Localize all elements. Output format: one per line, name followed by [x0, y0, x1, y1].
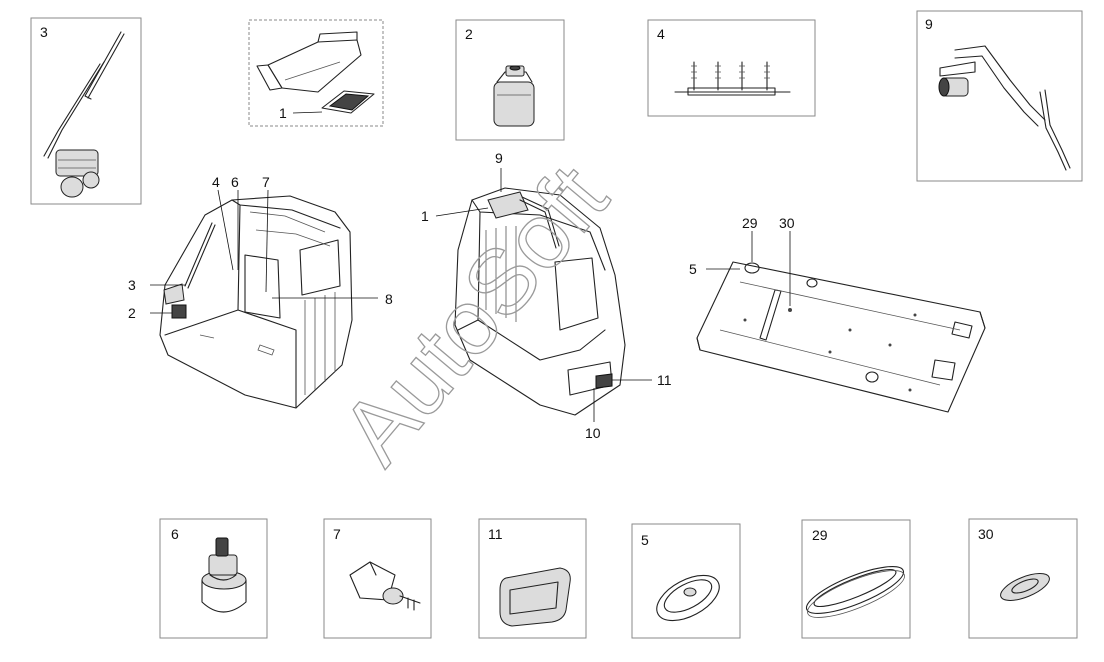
- callout-left-6: 6: [231, 174, 239, 190]
- cable-strip-illustration: [674, 61, 791, 96]
- switch-6-illustration: [201, 537, 247, 613]
- detail-label-lamp-11: 11: [488, 526, 503, 542]
- detail-label-hood-tray: 1: [279, 105, 287, 121]
- detail-box-switch-7: 7: [323, 518, 432, 639]
- detail-box-grommet-5: 5: [631, 523, 741, 639]
- callout-left-3: 3: [128, 277, 136, 293]
- callout-center-10: 10: [585, 425, 601, 441]
- detail-box-lamp-11: 11: [478, 518, 587, 639]
- callout-left-7: 7: [262, 174, 270, 190]
- detail-box-seal-30: 30: [968, 518, 1078, 639]
- detail-box-switch-6: 6: [159, 518, 268, 639]
- callout-plate-30: 30: [779, 215, 795, 231]
- detail-label-seal-29: 29: [812, 527, 828, 543]
- washer-tank-illustration: [493, 65, 535, 127]
- callout-center-9: 9: [495, 150, 503, 166]
- detail-label-grommet-5: 5: [641, 532, 649, 548]
- wiper-motor-illustration: [938, 45, 1071, 171]
- wiper-arm-illustration: [43, 31, 125, 198]
- seal-29-illustration: [805, 566, 905, 618]
- callout-left-2: 2: [128, 305, 136, 321]
- switch-7-illustration: [349, 561, 421, 611]
- callout-plate-29: 29: [742, 215, 758, 231]
- detail-box-cable-strip: 4: [647, 19, 816, 117]
- detail-box-seal-29: 29: [801, 519, 911, 639]
- callout-plate-5: 5: [689, 261, 697, 277]
- detail-label-switch-7: 7: [333, 526, 341, 542]
- detail-box-wiper-arm: 3: [30, 17, 142, 205]
- seal-30-illustration: [1000, 573, 1050, 601]
- detail-label-cable-strip: 4: [657, 26, 665, 42]
- watermark: AutoSoft: [322, 147, 627, 483]
- detail-box-wiper-motor: 9: [916, 10, 1083, 182]
- detail-label-washer-tank: 2: [465, 26, 473, 42]
- detail-label-switch-6: 6: [171, 526, 179, 542]
- callout-left-4: 4: [212, 174, 220, 190]
- cab-center-illustration: [454, 187, 626, 416]
- detail-label-seal-30: 30: [978, 526, 994, 542]
- lamp-11-illustration: [499, 567, 571, 627]
- floor-plate-illustration: [696, 261, 986, 413]
- cab-left-illustration: [159, 195, 353, 409]
- grommet-5-illustration: [656, 574, 720, 622]
- hood-tray-illustration: [256, 31, 375, 114]
- callout-left-8: 8: [385, 291, 393, 307]
- callout-center-1: 1: [421, 208, 429, 224]
- detail-label-wiper-motor: 9: [925, 16, 933, 32]
- detail-box-hood-tray: 1: [248, 19, 384, 127]
- detail-box-washer-tank: 2: [455, 19, 565, 141]
- detail-label-wiper-arm: 3: [40, 24, 48, 40]
- callout-center-11: 11: [657, 372, 672, 388]
